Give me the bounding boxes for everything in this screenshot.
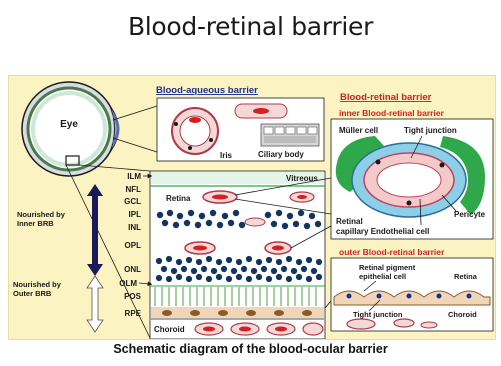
- layer-rpe: RPE: [125, 309, 142, 318]
- rpe-layer: [151, 307, 324, 319]
- capillary-endothelial-label: capillary Endothelial cell: [336, 227, 429, 236]
- outer-choroid-label: Choroid: [448, 310, 477, 319]
- inner-brb-heading: inner Blood-retinal barrier: [339, 108, 445, 118]
- retinal-capillary-label: Retinal: [336, 217, 363, 226]
- outer-brb-connector: [325, 301, 331, 308]
- retina-layer-labels: ILM NFL GCL IPL INL OPL ONL OLM POS RPE: [119, 172, 150, 318]
- inner-brb-panel: Müller cell Tight junction Pericyte Reti…: [331, 119, 493, 239]
- retina-layers-panel: Vitreous Retina: [150, 171, 325, 339]
- figure-caption: Schematic diagram of the blood-ocular ba…: [0, 342, 501, 356]
- pericyte-label: Pericyte: [454, 210, 486, 219]
- layer-opl: OPL: [125, 241, 142, 250]
- outer-brb-heading: outer Blood-retinal barrier: [339, 247, 445, 257]
- nourished-outer-line2: Outer BRB: [13, 289, 52, 298]
- layer-nfl: NFL: [125, 185, 141, 194]
- retina-label: Retina: [166, 194, 191, 203]
- nourished-outer-line1: Nourished by: [13, 280, 62, 289]
- layer-ipl: IPL: [129, 210, 142, 219]
- ciliary-body-label: Ciliary body: [258, 150, 304, 159]
- tight-junction-label: Tight junction: [404, 126, 457, 135]
- outer-brb-panel: Retinal pigment epithelial cell Retina T…: [331, 258, 493, 331]
- muller-cell-label: Müller cell: [339, 126, 378, 135]
- nourished-inner-line2: Inner BRB: [17, 219, 54, 228]
- nourished-inner-line1: Nourished by: [17, 210, 66, 219]
- nourishment-indicator: Nourished by Inner BRB Nourished by Oute…: [13, 184, 103, 332]
- blood-retinal-heading: Blood-retinal barrier: [340, 92, 432, 103]
- eye-label: Eye: [60, 119, 78, 130]
- layer-ilm: ILM: [127, 172, 141, 181]
- blood-aqueous-barrier-panel: Blood-aqueous barrier Iris Ciliary body: [156, 85, 324, 161]
- rpe-cell-label-1: Retinal pigment: [359, 263, 416, 272]
- choroid-label: Choroid: [154, 325, 185, 334]
- layer-inl: INL: [128, 223, 141, 232]
- vitreous-label: Vitreous: [286, 174, 318, 183]
- outer-tight-junction-label: Tight junction: [353, 310, 403, 319]
- blood-aqueous-heading: Blood-aqueous barrier: [156, 85, 258, 96]
- outer-retina-label: Retina: [454, 272, 478, 281]
- layer-onl: ONL: [124, 265, 141, 274]
- layer-pos: POS: [124, 292, 142, 301]
- page-title: Blood-retinal barrier: [0, 12, 501, 41]
- blood-ocular-diagram: Eye Blood-aqueous barrier Iris Ciliary b…: [9, 76, 495, 339]
- layer-gcl: GCL: [124, 197, 141, 206]
- iris-label: Iris: [220, 151, 233, 160]
- layer-olm: OLM: [119, 279, 137, 288]
- rpe-cell-label-2: epithelial cell: [359, 272, 406, 281]
- diagram-panel: Eye Blood-aqueous barrier Iris Ciliary b…: [8, 75, 496, 340]
